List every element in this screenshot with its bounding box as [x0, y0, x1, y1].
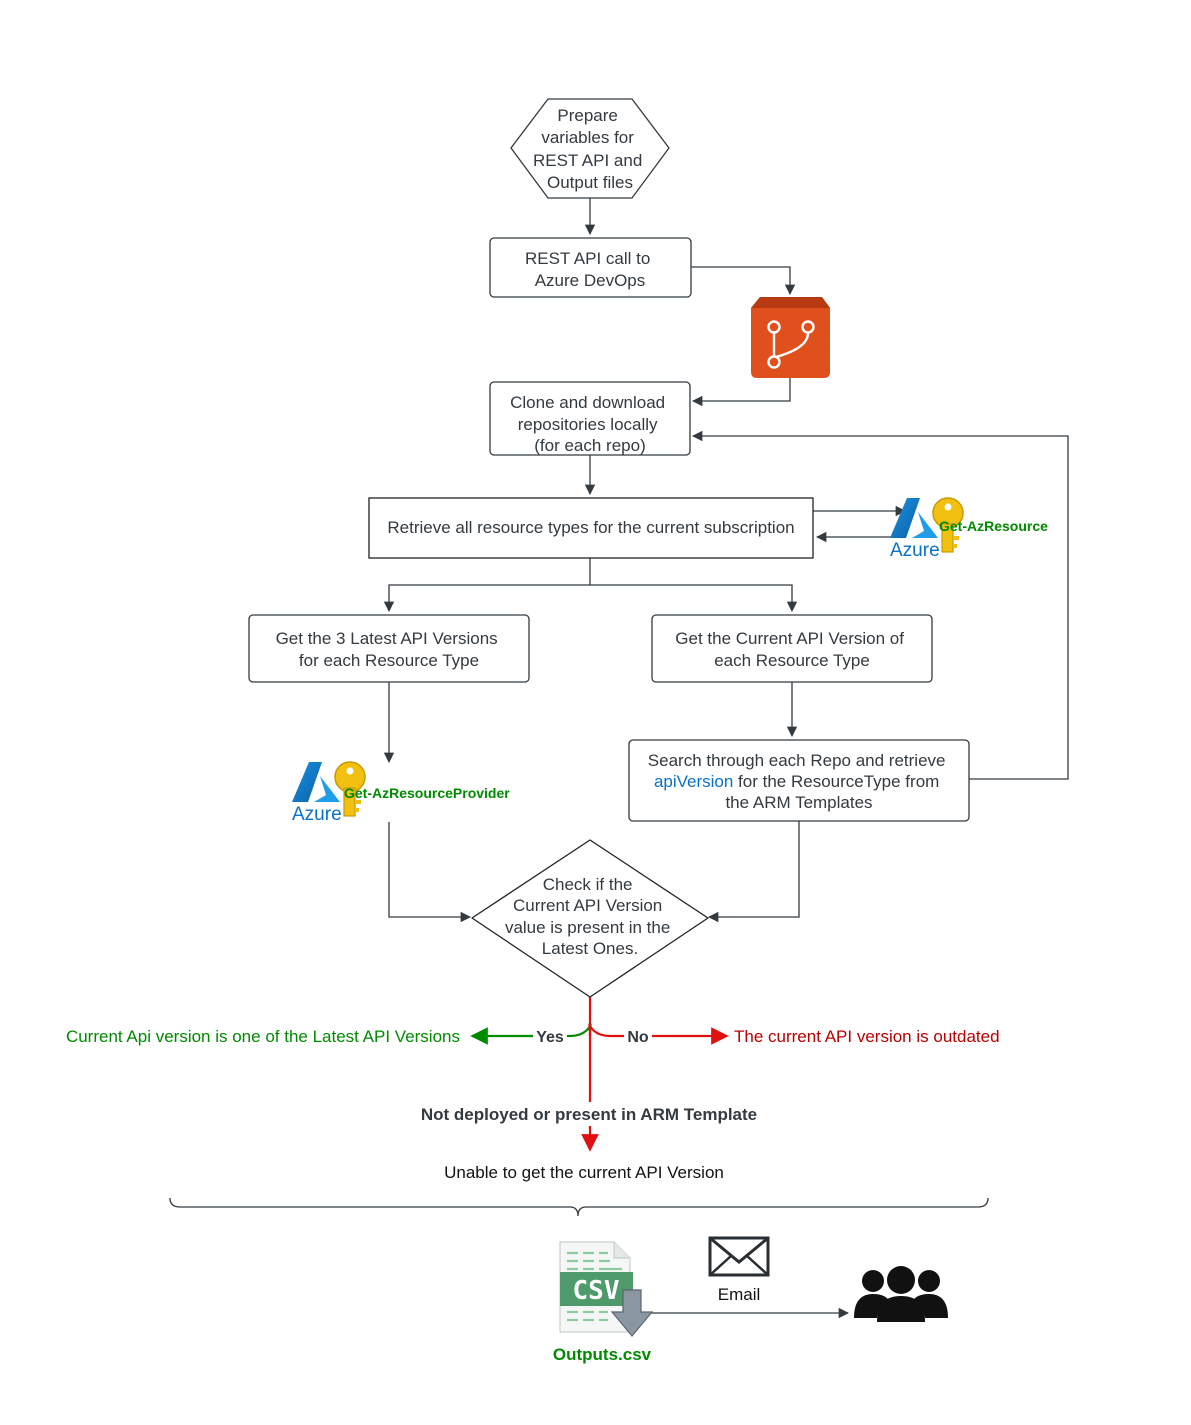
check-line: value is present in the [505, 918, 670, 937]
check-line: Latest Ones. [542, 939, 638, 958]
current-version-box [651, 614, 933, 683]
current-version-line: each Resource Type [714, 651, 870, 670]
connectors [383, 198, 1069, 1319]
search-line: the ARM Templates [725, 793, 872, 812]
rest-call-line: Azure DevOps [535, 271, 646, 290]
key-icon [932, 497, 964, 553]
current-version-text: Get the Current API Version of each Reso… [675, 629, 908, 670]
search-line: apiVersion for the ResourceType from [654, 772, 939, 791]
current-version-node: Get the Current API Version of each Reso… [651, 614, 933, 683]
output-brace [169, 1197, 989, 1217]
prepare-line: Prepare [557, 106, 617, 125]
edge-retrieve-latest [383, 558, 591, 613]
latest-versions-text: Get the 3 Latest API Versions for each R… [276, 629, 503, 670]
clone-line: (for each repo) [534, 436, 646, 455]
check-line: Current API Version [513, 896, 662, 915]
latest-versions-box [248, 614, 530, 683]
azure-logo-icon: Azure [292, 762, 342, 825]
search-text: Search through each Repo and retrieve ap… [648, 751, 950, 812]
rest-call-text: REST API call to Azure DevOps [525, 249, 655, 290]
not-deployed-label: Not deployed or present in ARM Template [421, 1105, 757, 1124]
outputs-file-label: Outputs.csv [553, 1345, 652, 1364]
edge-check-no [588, 1023, 729, 1045]
clone-line: Clone and download [510, 393, 665, 412]
search-line-rest: for the ResourceType from [733, 772, 939, 791]
search-node: Search through each Repo and retrieve ap… [628, 739, 970, 822]
prepare-node: Prepare variables for REST API and Outpu… [510, 98, 670, 199]
prepare-line: variables for [541, 128, 634, 147]
rest-call-box [489, 237, 692, 298]
check-node: Check if the Current API Version value i… [471, 839, 709, 998]
edge-search-loop-clone [691, 430, 1069, 780]
csv-badge-text: CSV [573, 1276, 620, 1306]
prepare-text: Prepare variables for REST API and Outpu… [533, 106, 647, 192]
edge-devops-clone [691, 378, 791, 407]
email-label: Email [718, 1285, 761, 1304]
decision-branches [470, 997, 729, 1152]
edge-provider-check [388, 822, 472, 923]
get-azresource-label: Get-AzResource [939, 518, 1048, 534]
prepare-line: Output files [547, 173, 633, 192]
rest-call-node: REST API call to Azure DevOps [489, 237, 692, 298]
api-version-highlight: apiVersion [654, 772, 733, 791]
rest-call-line: REST API call to [525, 249, 650, 268]
get-azresourceprovider-label: Get-AzResourceProvider [344, 785, 510, 801]
user-group-icon [854, 1266, 948, 1322]
retrieve-box [368, 497, 814, 559]
csv-file-icon: CSV [559, 1241, 654, 1337]
check-text: Check if the Current API Version value i… [505, 875, 675, 958]
retrieve-node: Retrieve all resource types for the curr… [368, 497, 814, 559]
latest-versions-line: Get the 3 Latest API Versions [276, 629, 498, 648]
get-azresource-group: Azure Get-AzResource [890, 497, 1048, 561]
prepare-shape [510, 98, 670, 199]
clone-node: Clone and download repositories locally … [489, 381, 691, 456]
yes-label: Yes [536, 1029, 564, 1046]
get-azresourceprovider-group: Azure Get-AzResourceProvider [292, 761, 510, 825]
edge-rest-devops [691, 266, 796, 296]
azure-logo-text: Azure [292, 804, 342, 825]
current-version-line: Get the Current API Version of [675, 629, 904, 648]
unable-label: Unable to get the current API Version [444, 1163, 724, 1182]
check-line: Check if the [543, 875, 633, 894]
search-line: Search through each Repo and retrieve [648, 751, 946, 770]
edge-search-check [707, 821, 800, 923]
retrieve-text: Retrieve all resource types for the curr… [387, 518, 794, 537]
search-box [628, 739, 970, 822]
edge-check-yes [470, 1023, 592, 1045]
key-icon [334, 761, 366, 817]
azure-logo-text: Azure [890, 540, 940, 561]
edge-retrieve-current [590, 584, 798, 613]
git-repo-icon [751, 297, 830, 378]
latest-versions-node: Get the 3 Latest API Versions for each R… [248, 614, 530, 683]
envelope-icon [708, 1236, 770, 1277]
check-diamond [471, 839, 709, 998]
prepare-line: REST API and [533, 151, 642, 170]
outdated-result-label: The current API version is outdated [734, 1027, 1000, 1046]
clone-text: Clone and download repositories locally … [510, 393, 670, 455]
azure-logo-icon: Azure [890, 498, 940, 561]
clone-box [489, 381, 691, 456]
clone-line: repositories locally [518, 415, 658, 434]
latest-versions-line: for each Resource Type [299, 651, 479, 670]
latest-result-label: Current Api version is one of the Latest… [66, 1027, 460, 1046]
no-label: No [627, 1029, 649, 1046]
